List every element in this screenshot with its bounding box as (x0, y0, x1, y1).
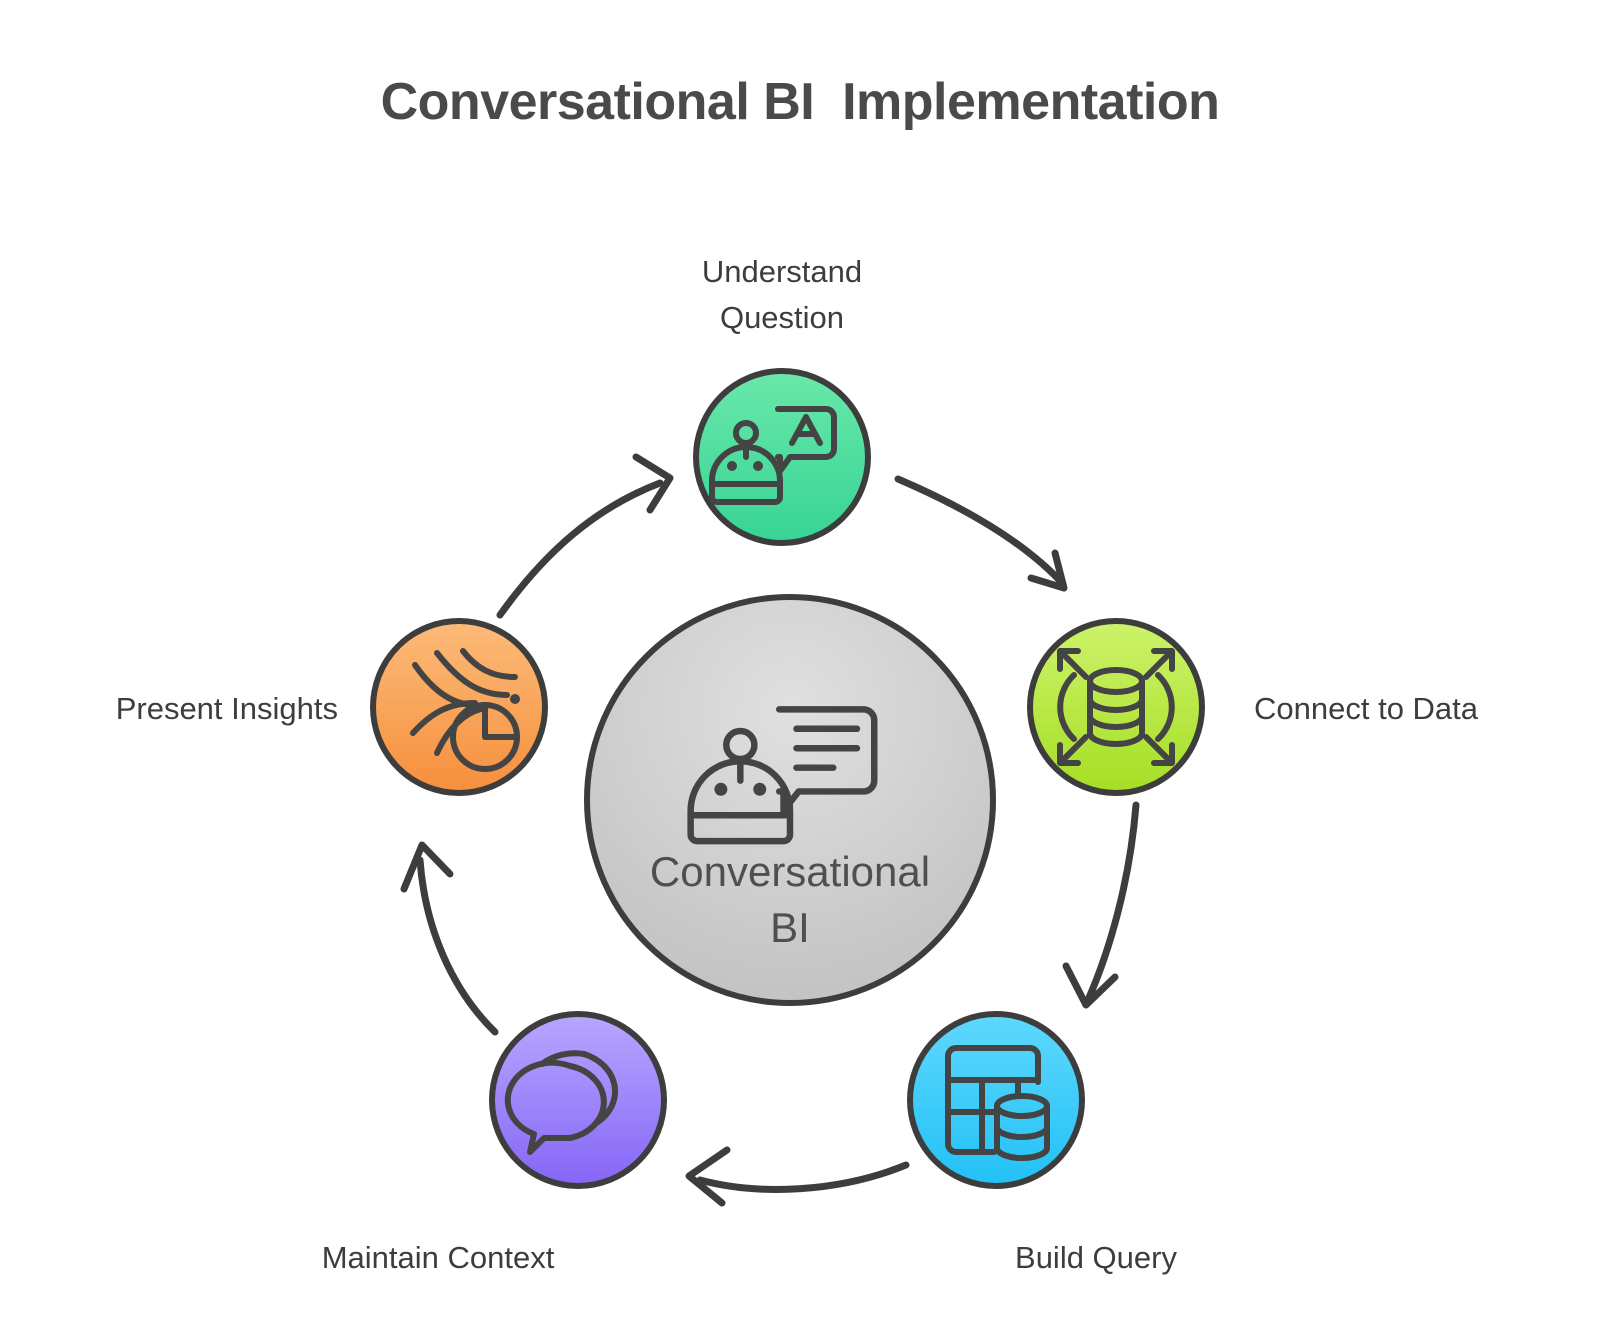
node-understand-question[interactable]: Understand Question (693, 254, 871, 546)
present-insights-label: Present Insights (116, 691, 338, 726)
connect-to-data-circle[interactable] (1027, 618, 1205, 796)
robot-speech-a-icon (709, 406, 837, 505)
page-title: Conversational BI Implementation (380, 73, 1220, 131)
arrow-maintain-to-present (400, 841, 499, 1036)
database-expand-icon (1057, 648, 1175, 766)
cycle-arrows (400, 453, 1140, 1207)
node-connect-to-data[interactable]: Connect to Data (1027, 618, 1479, 796)
center-label-line1: Conversational (650, 848, 930, 895)
table-database-icon (945, 1045, 1050, 1161)
double-speech-bubble-icon (504, 1050, 618, 1155)
center-node[interactable]: Conversational BI (584, 594, 996, 1006)
understand-question-label-line2: Question (720, 300, 844, 335)
node-maintain-context[interactable]: Maintain Context (322, 1011, 667, 1275)
understand-question-label-line1: Understand (702, 254, 862, 289)
arrow-connect-to-build (1062, 801, 1140, 1009)
center-label-line2: BI (770, 904, 810, 951)
connect-to-data-label: Connect to Data (1254, 691, 1479, 726)
arrow-understand-to-connect (894, 475, 1068, 592)
build-query-label: Build Query (1015, 1240, 1177, 1275)
node-present-insights[interactable]: Present Insights (116, 618, 548, 796)
arrow-build-to-maintain (685, 1146, 910, 1207)
build-query-circle[interactable] (907, 1011, 1085, 1189)
arrow-present-to-understand (496, 453, 674, 619)
maintain-context-label: Maintain Context (322, 1240, 555, 1275)
insight-streams-pie-icon (410, 648, 520, 772)
maintain-context-circle[interactable] (489, 1011, 667, 1189)
node-build-query[interactable]: Build Query (907, 1011, 1177, 1275)
robot-chat-icon (687, 706, 878, 845)
